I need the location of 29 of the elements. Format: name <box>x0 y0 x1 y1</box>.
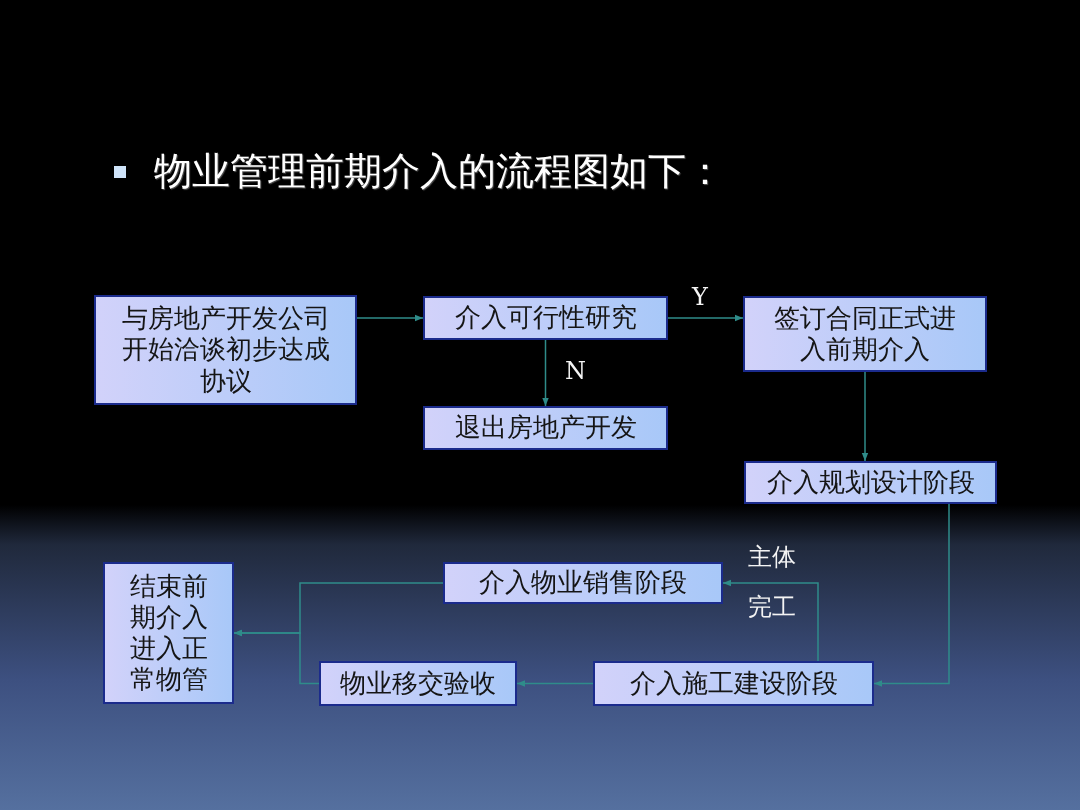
edge-label: Y <box>692 282 709 312</box>
slide-title: 物业管理前期介入的流程图如下： <box>154 148 724 195</box>
step-label: 介入施工建设阶段 <box>629 667 838 700</box>
process-box <box>103 562 234 704</box>
step-label: 退出房地产开发 <box>454 412 637 444</box>
step-label: 物业移交验收 <box>340 667 496 700</box>
edge-label: N <box>565 356 587 386</box>
process-box <box>423 296 668 340</box>
step-label: 与房地产开发公司开始洽谈初步达成协议 <box>120 303 331 397</box>
process-box <box>443 562 723 604</box>
arrow <box>667 314 744 322</box>
step-label: 介入可行性研究 <box>454 302 637 334</box>
arrow <box>861 371 869 462</box>
step-label: 签订合同正式进入前期介入 <box>773 302 957 366</box>
process-box <box>743 296 987 372</box>
step-label: 介入物业销售阶段 <box>479 567 687 599</box>
process-box <box>593 661 874 706</box>
step-label: 介入规划设计阶段 <box>766 466 975 499</box>
arrow <box>356 314 424 322</box>
process-box <box>319 661 517 706</box>
process-box <box>94 295 357 405</box>
edge-label: 主体完工 <box>748 542 797 623</box>
process-box <box>744 461 997 504</box>
arrow <box>516 680 594 687</box>
process-box <box>423 406 668 450</box>
arrow <box>722 579 819 662</box>
step-label: 结束前期介入进入正常物管 <box>129 570 208 696</box>
arrow <box>873 503 950 687</box>
arrow <box>542 339 549 407</box>
